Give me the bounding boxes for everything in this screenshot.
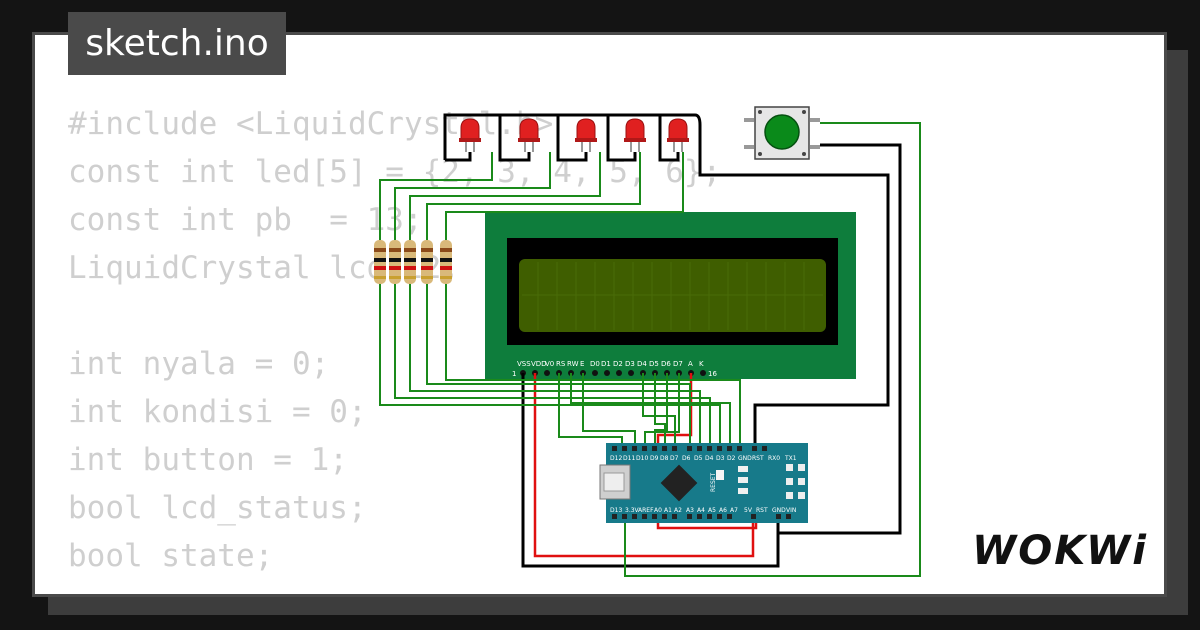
svg-text:RX0: RX0 bbox=[768, 455, 780, 462]
svg-text:D3: D3 bbox=[625, 360, 635, 368]
svg-text:3.3V: 3.3V bbox=[625, 507, 640, 514]
svg-text:D0: D0 bbox=[590, 360, 600, 368]
wires-green bbox=[379, 122, 921, 577]
svg-text:D5: D5 bbox=[649, 360, 659, 368]
svg-text:D2: D2 bbox=[727, 455, 736, 462]
resistor-4 bbox=[421, 240, 433, 284]
arduino-nano[interactable]: RESET D12 D11 D10 D9 bbox=[599, 443, 808, 523]
led-2 bbox=[518, 118, 540, 152]
lcd-1602[interactable]: VSS VDD V0 RS RW E D0 D1 D2 D3 D4 D5 D6 … bbox=[485, 212, 856, 379]
wire-lcd-vss bbox=[521, 373, 780, 568]
wire-gnd-rail bbox=[443, 113, 890, 445]
svg-text:D3: D3 bbox=[716, 455, 725, 462]
button-cap[interactable] bbox=[764, 114, 800, 150]
code-line: const int pb = 13; bbox=[68, 202, 423, 238]
svg-text:D7: D7 bbox=[670, 455, 679, 462]
svg-text:GND: GND bbox=[738, 455, 752, 462]
code-line: int button = 1; bbox=[68, 442, 348, 478]
leds bbox=[459, 118, 689, 152]
svg-text:A7: A7 bbox=[730, 507, 738, 514]
lcd-pixel-grid bbox=[522, 262, 823, 330]
nano-top-labels: D12 D11 D10 D9 D8 D7 D6 D5 D4 D3 D2 GND … bbox=[610, 455, 797, 462]
led-4 bbox=[624, 118, 646, 152]
svg-text:D12: D12 bbox=[610, 455, 622, 462]
resistor-2 bbox=[389, 240, 401, 284]
svg-text:A0: A0 bbox=[654, 507, 662, 514]
svg-text:5V: 5V bbox=[744, 507, 753, 514]
svg-text:D2: D2 bbox=[613, 360, 623, 368]
svg-text:D6: D6 bbox=[682, 455, 691, 462]
svg-text:AREF: AREF bbox=[638, 507, 654, 514]
svg-text:V0: V0 bbox=[545, 360, 554, 368]
svg-text:D4: D4 bbox=[637, 360, 647, 368]
svg-text:A4: A4 bbox=[697, 507, 705, 514]
svg-text:TX1: TX1 bbox=[784, 455, 797, 462]
resistor-3 bbox=[404, 240, 416, 284]
code-line: int nyala = 0; bbox=[68, 346, 330, 382]
lcd-pin-labels: VSS VDD V0 RS RW E D0 D1 D2 D3 D4 D5 D6 … bbox=[512, 360, 717, 378]
svg-text:RESET: RESET bbox=[710, 472, 717, 492]
led-1 bbox=[459, 118, 481, 152]
svg-text:D8: D8 bbox=[660, 455, 669, 462]
nano-board bbox=[606, 443, 808, 523]
led-3 bbox=[575, 118, 597, 152]
svg-text:A: A bbox=[688, 360, 693, 368]
svg-text:16: 16 bbox=[708, 370, 717, 378]
led-5 bbox=[667, 118, 689, 152]
status-leds bbox=[738, 466, 748, 494]
wire-button-signal bbox=[624, 122, 921, 577]
svg-text:D10: D10 bbox=[636, 455, 648, 462]
resistor-1 bbox=[374, 240, 386, 284]
svg-text:D6: D6 bbox=[661, 360, 671, 368]
svg-text:GND: GND bbox=[772, 507, 786, 514]
file-name-tab[interactable]: sketch.ino bbox=[68, 12, 286, 75]
wokwi-logo[interactable]: WOKWi bbox=[972, 528, 1148, 574]
reset-button[interactable] bbox=[716, 470, 724, 480]
svg-text:D7: D7 bbox=[673, 360, 683, 368]
svg-text:RST: RST bbox=[756, 507, 768, 514]
code-preview: #include <LiquidCrystal.h>const int led[… bbox=[68, 100, 721, 580]
code-line: int kondisi = 0; bbox=[68, 394, 367, 430]
svg-text:D5: D5 bbox=[694, 455, 703, 462]
wires-black bbox=[443, 113, 902, 568]
nano-top-pins bbox=[612, 446, 767, 451]
mcu-chip bbox=[660, 464, 698, 502]
nano-bottom-pins bbox=[612, 514, 791, 519]
svg-text:1: 1 bbox=[512, 370, 516, 378]
svg-text:D1: D1 bbox=[601, 360, 611, 368]
code-line: bool lcd_status; bbox=[68, 490, 367, 526]
svg-text:D9: D9 bbox=[650, 455, 659, 462]
resistors bbox=[374, 240, 452, 284]
wire-lcd-vdd bbox=[533, 373, 755, 558]
svg-text:K: K bbox=[699, 360, 704, 368]
svg-text:RS: RS bbox=[556, 360, 566, 368]
icsp-header bbox=[786, 464, 805, 499]
svg-text:A2: A2 bbox=[674, 507, 682, 514]
code-line: bool state; bbox=[68, 538, 274, 574]
svg-text:E: E bbox=[580, 360, 584, 368]
svg-text:RW: RW bbox=[567, 360, 579, 368]
push-button[interactable] bbox=[744, 106, 820, 160]
nano-bottom-labels: D13 3.3V AREF A0 A1 A2 A3 A4 A5 A6 A7 5V… bbox=[610, 507, 796, 514]
svg-text:D13: D13 bbox=[610, 507, 622, 514]
svg-text:A3: A3 bbox=[686, 507, 694, 514]
svg-text:D11: D11 bbox=[623, 455, 635, 462]
svg-text:A6: A6 bbox=[719, 507, 727, 514]
svg-text:RST: RST bbox=[752, 455, 764, 462]
svg-text:VDD: VDD bbox=[531, 360, 547, 368]
svg-text:A1: A1 bbox=[664, 507, 672, 514]
resistor-5 bbox=[440, 240, 452, 284]
svg-text:VSS: VSS bbox=[517, 360, 531, 368]
code-line: const int led[5] = {2, 3, 4, 5, 6}; bbox=[68, 154, 722, 190]
svg-text:A5: A5 bbox=[708, 507, 716, 514]
svg-text:VIN: VIN bbox=[786, 507, 796, 514]
svg-text:D4: D4 bbox=[705, 455, 714, 462]
